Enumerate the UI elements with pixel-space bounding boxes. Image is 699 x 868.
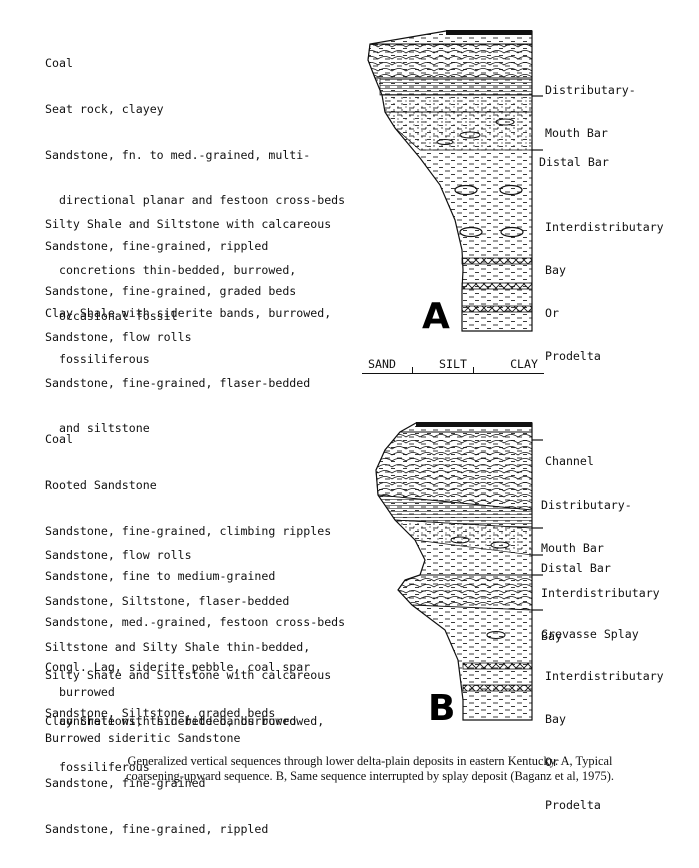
desc-line: concretions thin-bedded, burrowed,: [45, 263, 297, 278]
desc-line: Sandstone, fine-grained, graded beds: [45, 284, 297, 299]
grain-size-scale: SAND SILT CLAY: [362, 357, 544, 374]
zone-b-interdistributary-prodelta: Interdistributary Bay Or Prodelta: [545, 640, 664, 842]
zone-label: Distributary-: [541, 497, 632, 512]
scale-tick: [473, 367, 474, 374]
desc-line: Seat rock, clayey: [45, 102, 164, 117]
zone-label: Bay: [541, 629, 562, 644]
desc-line: Coal: [45, 56, 73, 71]
zone-label: Mouth Bar: [545, 126, 608, 141]
zone-label: Crevasse Splay: [541, 626, 639, 641]
desc-line: Sandstone, Siltstone, graded beds: [45, 706, 276, 721]
panel-a-descriptions-clay: Clay Shale with siderite bands, burrowed…: [45, 276, 331, 398]
panel-a-descriptions-shale: Silty Shale and Siltstone with calcareou…: [45, 187, 331, 354]
desc-line: Sandstone, fine-grained, rippled: [45, 822, 269, 837]
figure-caption: Generalized vertical sequences through l…: [70, 754, 670, 784]
desc-line: directional planar and festoon cross-bed…: [45, 193, 346, 208]
desc-line: Congl. Lag, siderite pebble, coal spar: [45, 660, 311, 675]
panel-a-label: A: [422, 296, 450, 337]
stratigraphic-columns: [367, 30, 543, 721]
desc-line: Rooted Sandstone: [45, 478, 157, 493]
scale-label-sand: SAND: [368, 357, 396, 371]
zone-label: Channel: [545, 453, 594, 468]
zone-label: Bay: [545, 263, 566, 278]
scale-label-silt: SILT: [439, 357, 467, 371]
desc-line: Sandstone, med.-grained, festoon cross-b…: [45, 614, 346, 629]
column-a: [367, 30, 543, 332]
panel-b-descriptions-clay: Clay Shale with siderite bands burrowed,…: [45, 684, 324, 806]
desc-line: Silty Shale and Siltstone with calcareou…: [45, 668, 332, 683]
column-b: [375, 422, 543, 721]
zone-b-crevasse-splay: Crevasse Splay: [541, 598, 639, 670]
desc-line: fossiliferous: [45, 760, 150, 775]
scale-baseline: [362, 373, 544, 374]
panel-b-descriptions-upper: Coal Rooted Sandstone Sandstone, fine-gr…: [45, 402, 345, 752]
zone-label: Interdistributary: [545, 668, 664, 683]
desc-line: Sandstone, flow rolls: [45, 548, 192, 563]
zone-label: Interdistributary: [545, 219, 664, 234]
desc-line: Clay Shale with siderite bands burrowed,: [45, 714, 325, 729]
desc-line: Sandstone, Siltstone, flaser-bedded: [45, 594, 290, 609]
desc-line: concretions, thin-bedded, burrowed: [45, 714, 297, 729]
zone-a-distal-bar: Distal Bar: [539, 126, 609, 198]
zone-b-channel: Channel: [545, 425, 594, 497]
zone-label: Or: [545, 755, 559, 770]
scale-tick: [412, 367, 413, 374]
zone-label: Prodelta: [545, 798, 601, 813]
zone-label: Prodelta: [545, 349, 601, 364]
desc-line: Sandstone, fine-grained, rippled: [45, 238, 269, 253]
desc-line: Burrowed sideritic Sandstone: [45, 730, 241, 745]
desc-line: Clay Shale with siderite bands, burrowed…: [45, 306, 332, 321]
caption-line: Generalized vertical sequences through l…: [127, 754, 613, 768]
zone-b-distributary-mouth-bar: Distributary- Mouth Bar: [541, 469, 632, 584]
zone-label: Distal Bar: [539, 154, 609, 169]
desc-line: Sandstone, fine-grained: [45, 776, 206, 791]
desc-line: Silty Shale and Siltstone with calcareou…: [45, 217, 332, 232]
zone-label: Bay: [545, 712, 566, 727]
zone-label: Mouth Bar: [541, 541, 604, 556]
panel-a-descriptions: Coal Seat rock, clayey Sandstone, fn. to…: [45, 26, 345, 467]
desc-line: Sandstone, fn. to med.-grained, multi-: [45, 147, 311, 162]
panel-b-descriptions-shale: Silty Shale and Siltstone with calcareou…: [45, 638, 331, 760]
figure-page: Coal Seat rock, clayey Sandstone, fn. to…: [45, 26, 670, 836]
desc-line: fossiliferous: [45, 352, 150, 367]
desc-line: occasional fossil: [45, 308, 178, 323]
zone-b-distal-bar: Distal Bar: [541, 532, 611, 604]
desc-line: Coal: [45, 432, 73, 447]
zone-label: Distal Bar: [541, 560, 611, 575]
desc-line: Sandstone, fine to medium-grained: [45, 569, 276, 584]
desc-line: burrowed: [45, 685, 115, 700]
desc-line: Sandstone, flow rolls: [45, 330, 192, 345]
desc-line: Sandstone, fine-grained, flaser-bedded: [45, 375, 311, 390]
scale-label-clay: CLAY: [510, 357, 538, 371]
desc-line: Sandstone, fine-grained, climbing ripple…: [45, 523, 332, 538]
panel-b-label: B: [428, 688, 456, 729]
caption-line: coarsening-upward sequence. B, Same sequ…: [126, 769, 614, 783]
zone-label: Interdistributary: [541, 585, 660, 600]
zone-label: Distributary-: [545, 82, 636, 97]
desc-line: Siltstone and Silty Shale thin-bedded,: [45, 639, 311, 654]
zone-label: Or: [545, 306, 559, 321]
desc-line: and siltstone: [45, 421, 150, 436]
zone-a-interdistributary: Interdistributary Bay Or Prodelta: [545, 191, 664, 393]
zone-a-distributary-mouth-bar: Distributary- Mouth Bar: [545, 54, 636, 169]
zone-b-interdistributary-bay: Interdistributary Bay: [541, 557, 660, 672]
